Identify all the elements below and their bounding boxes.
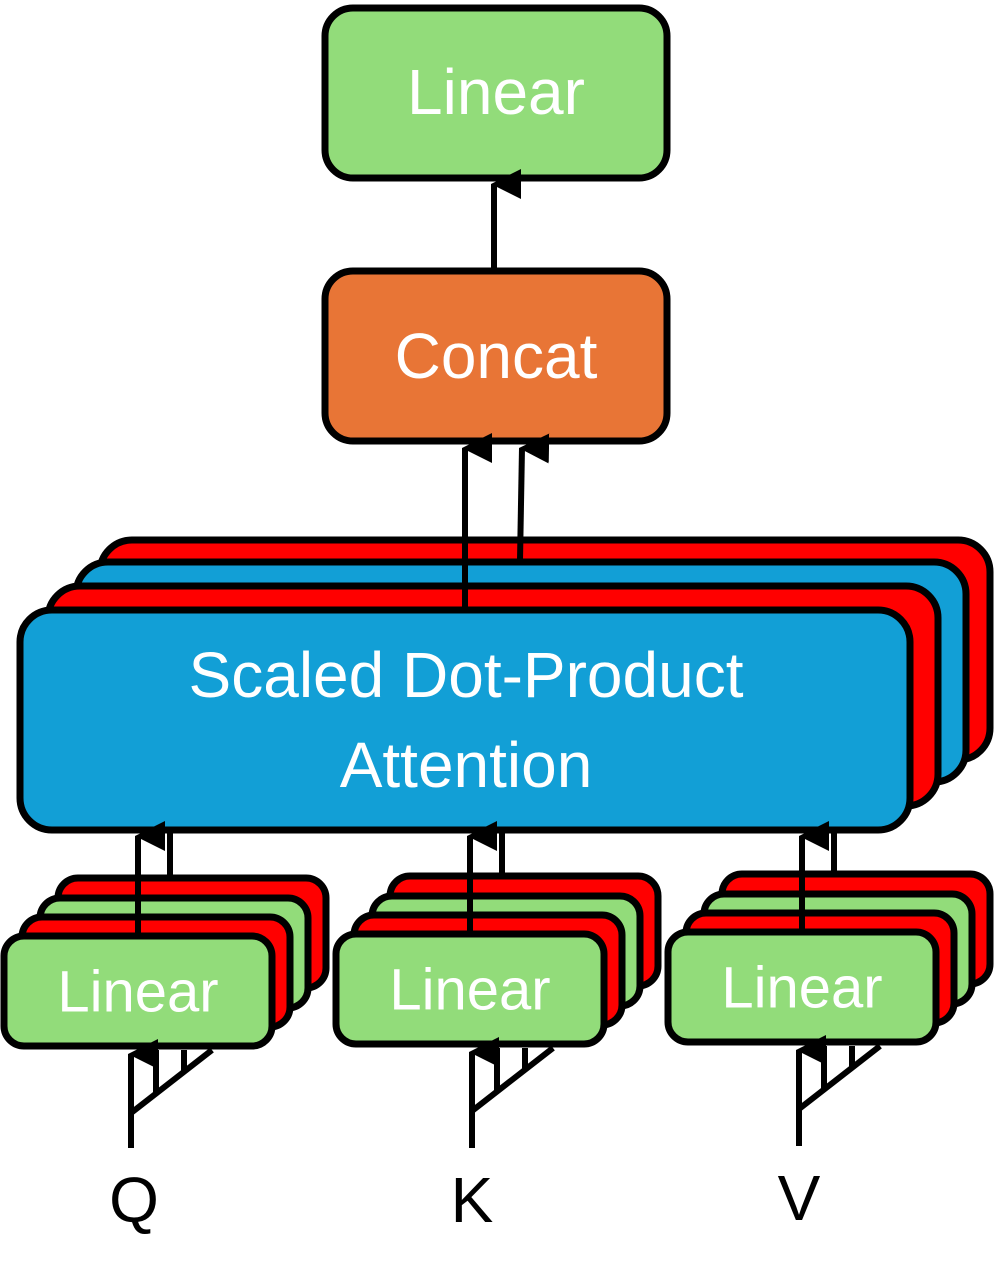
- top-linear-block: Linear: [321, 4, 671, 182]
- attention-label-line2: Attention: [340, 729, 593, 801]
- v-input-wires: [796, 1035, 882, 1146]
- attention-block: Scaled Dot-Product Attention: [16, 606, 914, 834]
- top-linear-label: Linear: [407, 56, 585, 128]
- input-label-v: V: [778, 1162, 821, 1234]
- attention-box: [16, 606, 914, 834]
- linear-head-q: Linear Q: [0, 821, 330, 1236]
- linear-head-k: Linear K: [332, 821, 662, 1236]
- concat-block: Concat: [321, 267, 671, 445]
- q-input-wires: [128, 1039, 214, 1148]
- attention-to-concat-arrow-2: [517, 433, 550, 561]
- input-label-q: Q: [109, 1164, 159, 1236]
- attention-label-line1: Scaled Dot-Product: [189, 639, 744, 711]
- linear-head-v: Linear V: [664, 821, 994, 1234]
- concat-label: Concat: [395, 320, 598, 392]
- linear-v-label: Linear: [721, 956, 882, 1021]
- input-label-k: K: [451, 1164, 494, 1236]
- linear-k-label: Linear: [389, 958, 550, 1023]
- linear-q-label: Linear: [57, 960, 218, 1025]
- concat-box: [321, 267, 671, 445]
- k-input-wires: [469, 1037, 555, 1148]
